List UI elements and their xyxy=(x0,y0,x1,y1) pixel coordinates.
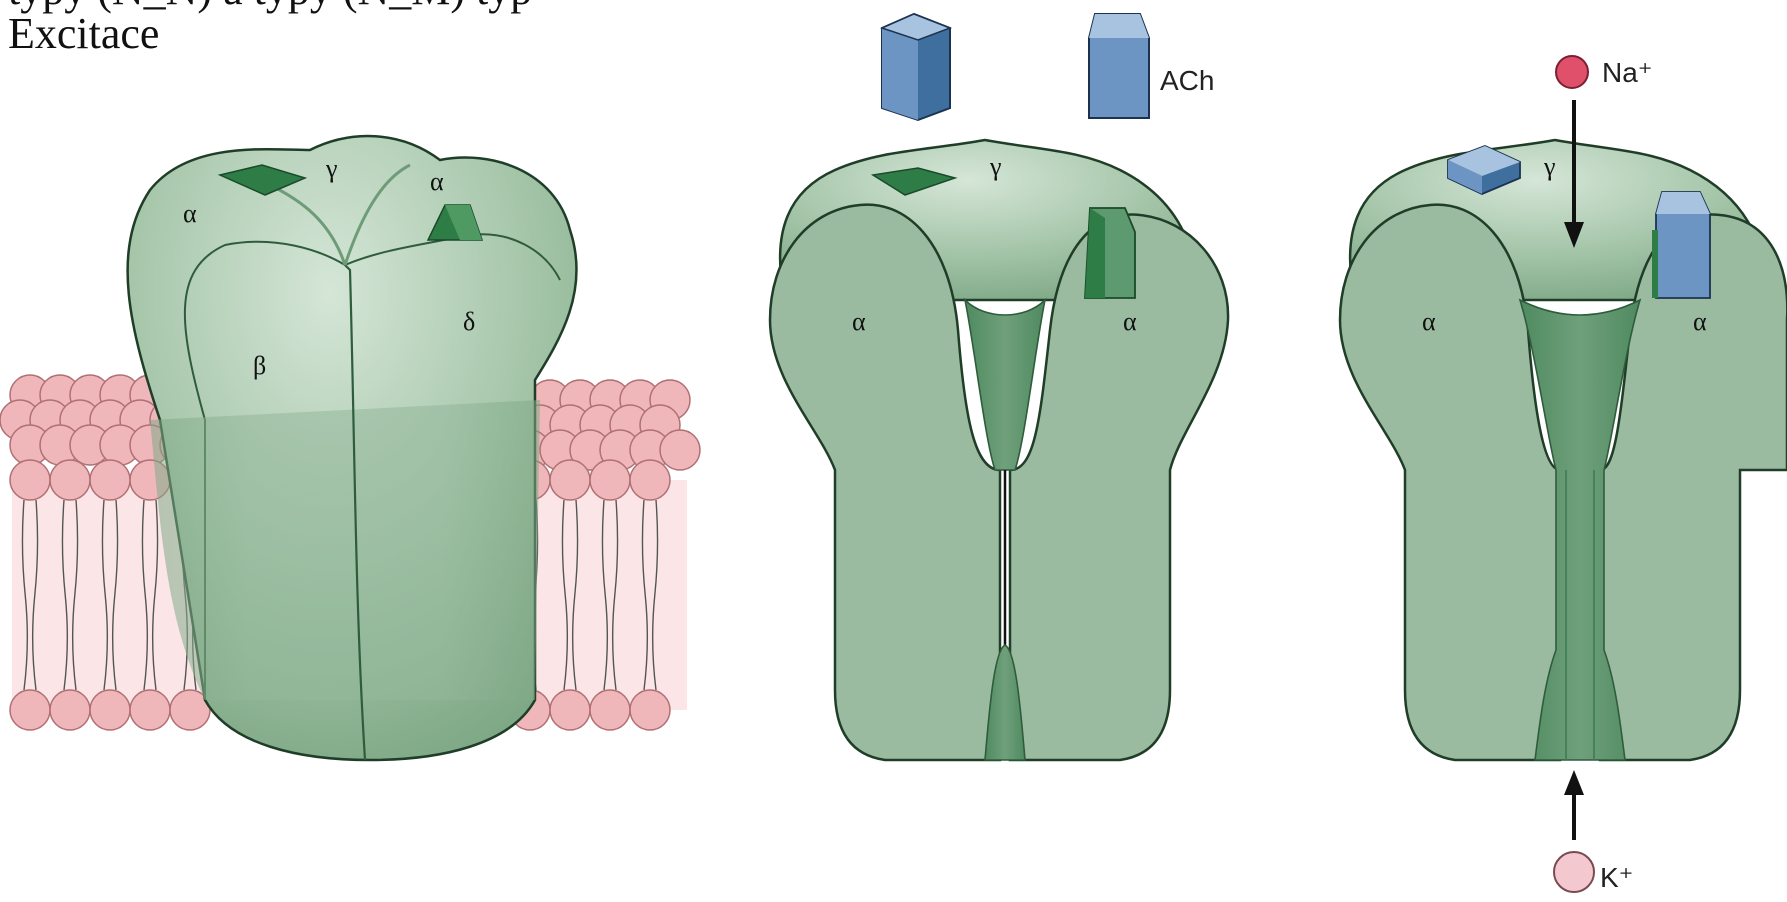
label-beta: β xyxy=(253,351,266,380)
lipid-head xyxy=(90,690,130,730)
lipid-head xyxy=(590,690,630,730)
lipid-head xyxy=(660,430,700,470)
panel-resting-receptor: α γ α β δ xyxy=(0,136,700,760)
lipid-head xyxy=(550,690,590,730)
label-alpha-right: α xyxy=(1693,307,1707,336)
lipid-head xyxy=(590,460,630,500)
label-alpha-left: α xyxy=(1422,307,1436,336)
potassium-ion xyxy=(1554,852,1594,892)
label-gamma: γ xyxy=(989,152,1002,181)
sodium-ion xyxy=(1556,56,1588,88)
lipid-head xyxy=(10,690,50,730)
label-gamma: γ xyxy=(1543,152,1556,181)
label-alpha-left: α xyxy=(183,199,197,228)
label-alpha-right: α xyxy=(430,167,444,196)
lipid-head xyxy=(10,460,50,500)
heading-cut-line: typy (N_N) a typy (N_M) typ xyxy=(8,0,768,14)
lipid-head xyxy=(90,460,130,500)
lipid-head xyxy=(630,690,670,730)
heading-title: Excitace xyxy=(8,9,159,58)
label-gamma: γ xyxy=(325,154,338,183)
ach-label: ACh xyxy=(1160,65,1214,96)
panel-closed-channel: ACh γ α α xyxy=(770,14,1228,760)
label-alpha-right: α xyxy=(1123,307,1137,336)
heading: typy (N_N) a typy (N_M) typ Excitace xyxy=(8,12,159,56)
lipid-head xyxy=(130,690,170,730)
lipid-head xyxy=(550,460,590,500)
label-alpha-left: α xyxy=(852,307,866,336)
ach-molecule-2 xyxy=(1089,14,1149,118)
panel-open-channel: Na⁺ K⁺ γ α α xyxy=(1340,56,1787,893)
ach-bound-right xyxy=(1652,192,1710,298)
label-delta: δ xyxy=(463,307,475,336)
potassium-label: K⁺ xyxy=(1600,862,1633,893)
sodium-label: Na⁺ xyxy=(1602,57,1653,88)
lipid-head xyxy=(50,460,90,500)
ach-molecule-1 xyxy=(882,14,950,120)
lipid-head xyxy=(50,690,90,730)
lipid-head xyxy=(630,460,670,500)
